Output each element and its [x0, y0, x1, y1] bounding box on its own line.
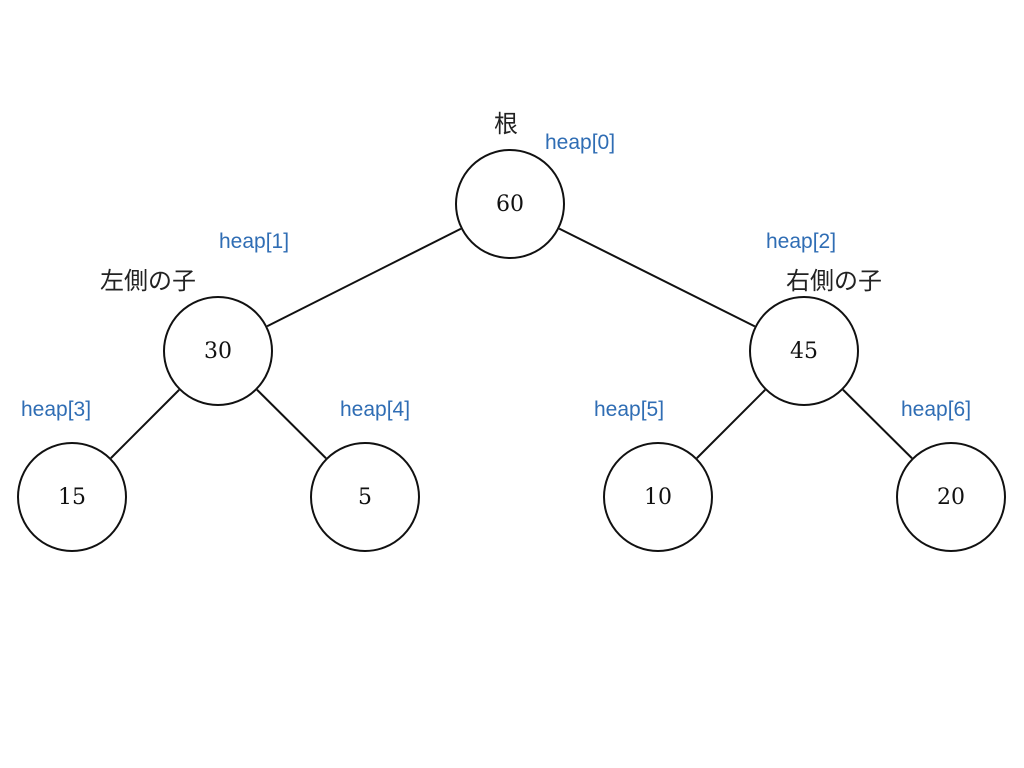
tree-edge — [256, 389, 327, 459]
tree-node-root: 60 — [455, 149, 565, 259]
tree-node-leaf: 5 — [310, 442, 420, 552]
tree-node-leaf: 20 — [896, 442, 1006, 552]
heap-index-label-4: heap[4] — [340, 398, 411, 421]
heap-index-label-5: heap[5] — [594, 398, 665, 421]
heap-index-label-3: heap[3] — [21, 398, 92, 421]
tree-edge — [110, 389, 180, 459]
tree-node-left-child: 30 — [163, 296, 273, 406]
heap-index-label-1: heap[1] — [219, 230, 290, 253]
heap-index-label-6: heap[6] — [901, 398, 972, 421]
heap-index-label-0: heap[0] — [545, 131, 616, 154]
tree-edge — [842, 389, 913, 459]
heap-index-label-2: heap[2] — [766, 230, 837, 253]
tree-edge — [696, 389, 766, 459]
tree-edge — [558, 227, 756, 328]
node-value: 45 — [790, 338, 818, 364]
node-value: 20 — [937, 484, 965, 510]
node-value: 15 — [58, 484, 86, 510]
tree-node-leaf: 15 — [17, 442, 127, 552]
root-annotation: 根 — [494, 110, 518, 138]
node-value: 10 — [644, 484, 672, 510]
left-child-annotation: 左側の子 — [100, 267, 196, 295]
node-value: 60 — [496, 191, 524, 217]
tree-node-right-child: 45 — [749, 296, 859, 406]
tree-node-leaf: 10 — [603, 442, 713, 552]
node-value: 5 — [358, 484, 372, 510]
node-value: 30 — [204, 338, 232, 364]
right-child-annotation: 右側の子 — [786, 267, 882, 295]
tree-edge — [266, 227, 462, 328]
